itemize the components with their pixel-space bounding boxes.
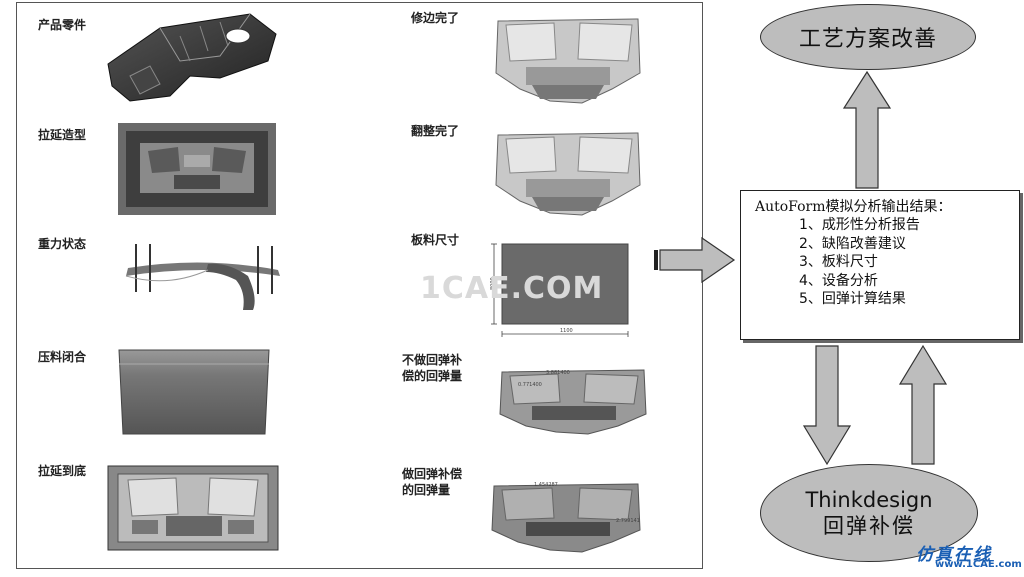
springback-value-2: 0.771400 (518, 382, 542, 388)
site-logo-url[interactable]: www.1CAE.com (935, 559, 1022, 570)
step-label-gravity: 重力状态 (38, 237, 87, 251)
springback-compensation-text: 回弹补偿 (823, 514, 915, 538)
result-box: AutoForm模拟分析输出结果： 1、成形性分析报告 2、缺陷改善建议 3、板… (740, 190, 1020, 340)
blank-size-image: 8000 1100 (490, 243, 629, 337)
arrow-right-icon (654, 236, 736, 284)
result-item-3: 3、板料尺寸 (799, 254, 878, 270)
site-logo-text[interactable]: 仿真在线 (916, 545, 992, 565)
trim-done-image (495, 18, 641, 104)
flange-done-image (495, 132, 641, 216)
springback-uncompensated-image: 3.881400 0.771400 (499, 369, 647, 435)
process-improvement-text: 工艺方案改善 (798, 27, 937, 52)
binder-close-image (118, 349, 270, 435)
thinkdesign-ellipse: Thinkdesign 回弹补偿 (760, 464, 978, 562)
step-label-product-part: 产品零件 (38, 18, 87, 32)
step-label-no-compensation: 不做回弹补 偿的回弹量 (402, 353, 463, 383)
arrow-up-icon (842, 70, 892, 189)
draw-die-image (118, 123, 276, 215)
process-improvement-ellipse: 工艺方案改善 (760, 4, 976, 70)
result-item-2: 2、缺陷改善建议 (799, 235, 906, 252)
step-label-trim-done: 修边完了 (411, 11, 460, 25)
springback-value-1: 3.881400 (546, 370, 570, 376)
gravity-state-image (125, 244, 280, 310)
springback-compensated-image: 1.454287 2.799141 (491, 482, 641, 553)
thinkdesign-text: Thinkdesign (805, 488, 933, 512)
draw-bottom-image (107, 465, 279, 551)
blank-width-label: 1100 (560, 328, 573, 334)
step-label-flange-done: 翻整完了 (411, 124, 460, 138)
step-label-binder-close: 压料闭合 (38, 350, 87, 364)
step-label-blank-size: 板料尺寸 (411, 233, 460, 247)
arrow-up-return-icon (898, 344, 948, 465)
step-label-draw-bottom: 拉延到底 (38, 464, 87, 478)
step-label-draw-die: 拉延造型 (38, 128, 87, 142)
springback-comp-value-2: 2.799141 (616, 518, 640, 524)
blank-height-label: 8000 (490, 277, 496, 290)
result-item-1: 1、成形性分析报告 (799, 217, 920, 233)
result-box-title: AutoForm模拟分析输出结果： (755, 199, 952, 215)
product-part-image (107, 13, 277, 102)
step-label-with-compensation: 做回弹补偿 的回弹量 (402, 467, 463, 497)
arrow-down-icon (802, 345, 852, 466)
watermark-text: 1CAE.COM (420, 271, 604, 306)
result-item-4: 4、设备分析 (799, 272, 878, 289)
result-item-5: 5、回弹计算结果 (799, 291, 906, 307)
springback-comp-value-1: 1.454287 (534, 482, 558, 488)
